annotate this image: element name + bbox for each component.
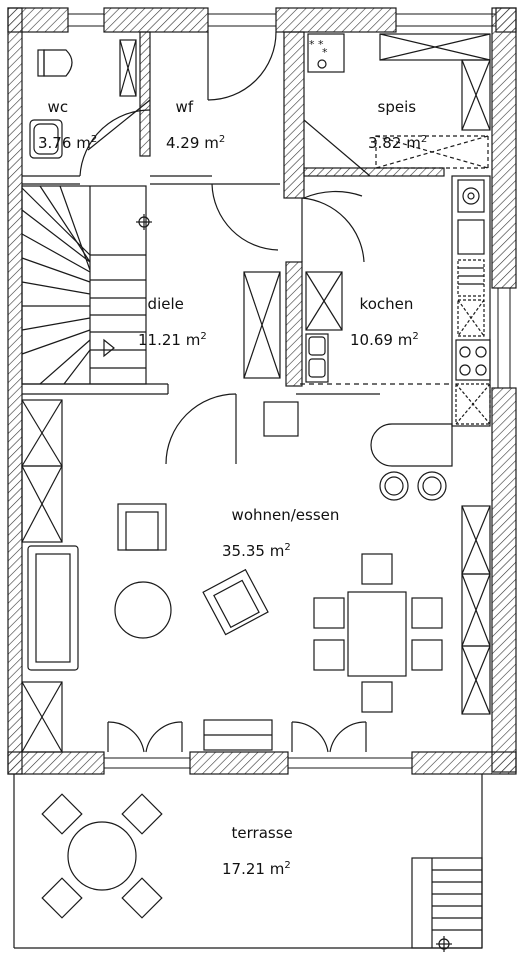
armchair-icon: [117, 503, 167, 551]
bar-stool-icon: [417, 471, 447, 501]
room-label-wf: wf 4.29 m2: [166, 80, 225, 170]
wall-wf-speis: [283, 31, 305, 199]
room-area: 4.29 m2: [166, 134, 226, 152]
armchair-icon: [202, 568, 269, 636]
wall-bottom-mid: [189, 751, 289, 775]
stair-arrow-icon: [103, 338, 115, 358]
windows: [68, 13, 511, 769]
speis-shelving: [307, 33, 491, 169]
room-name: wf: [175, 98, 194, 116]
staircase: [21, 185, 152, 385]
sofa-icon: [27, 545, 79, 671]
cooktop-icon: [307, 33, 345, 73]
sink-icon: [29, 119, 63, 159]
wall-right-lower: [491, 387, 517, 773]
wall-bottom-right: [411, 751, 517, 775]
stove-icon: [455, 339, 491, 381]
wall-top-right: [275, 7, 397, 33]
terrace-steps: [411, 857, 483, 949]
room-name: wohnen/essen: [231, 506, 340, 524]
wall-wc-wf: [139, 31, 151, 157]
kitchen-counter: [370, 423, 453, 467]
room-label-speis: speis 3.82 m2: [368, 80, 427, 170]
toilet-icon: [43, 49, 73, 77]
room-area: 11.21 m2: [138, 331, 207, 349]
room-name: diele: [147, 295, 184, 313]
round-table-icon: [114, 581, 172, 639]
room-area: 17.21 m2: [222, 860, 291, 878]
sink-kitchen-icon: [305, 333, 329, 383]
wall-kitchen-diele: [285, 261, 303, 387]
kitchen-fixtures: [300, 175, 491, 501]
room-name: speis: [377, 98, 417, 116]
room-name: terrasse: [231, 824, 293, 842]
wall-speis-bottom: [303, 167, 445, 177]
room-area: 10.69 m2: [350, 331, 419, 349]
wall-left: [7, 7, 23, 775]
terrace: [13, 774, 483, 952]
interior-walls: [139, 31, 445, 387]
room-label-kochen: kochen 10.69 m2: [350, 277, 419, 367]
bar-stool-icon: [379, 471, 409, 501]
wc-fixtures: [29, 39, 137, 159]
svg-text:* *: * *: [309, 38, 324, 51]
room-area: 35.35 m2: [222, 542, 291, 560]
doors: [79, 31, 371, 465]
exterior-walls: [7, 7, 517, 775]
room-label-diele: diele 11.21 m2: [138, 277, 207, 367]
room-label-wohnen-essen: wohnen/essen 35.35 m2: [222, 488, 339, 578]
terrace-table-icon: [67, 821, 137, 891]
dining-table-icon: [347, 591, 407, 677]
svg-text:*: *: [322, 46, 328, 59]
room-area: 3.76 m2: [38, 134, 98, 152]
room-name: wc: [47, 98, 69, 116]
room-label-terrasse: terrasse 17.21 m2: [222, 806, 293, 896]
wall-top-mid: [103, 7, 209, 33]
room-area: 3.82 m2: [368, 134, 428, 152]
room-name: kochen: [359, 295, 414, 313]
cooktop-stars: * **: [309, 38, 328, 59]
room-label-wc: wc 3.76 m2: [38, 80, 97, 170]
partitions: [22, 175, 380, 395]
living-furniture: [21, 399, 491, 753]
wall-bottom-left: [7, 751, 105, 775]
wall-right: [491, 7, 517, 289]
diele-wardrobe: [243, 271, 299, 437]
